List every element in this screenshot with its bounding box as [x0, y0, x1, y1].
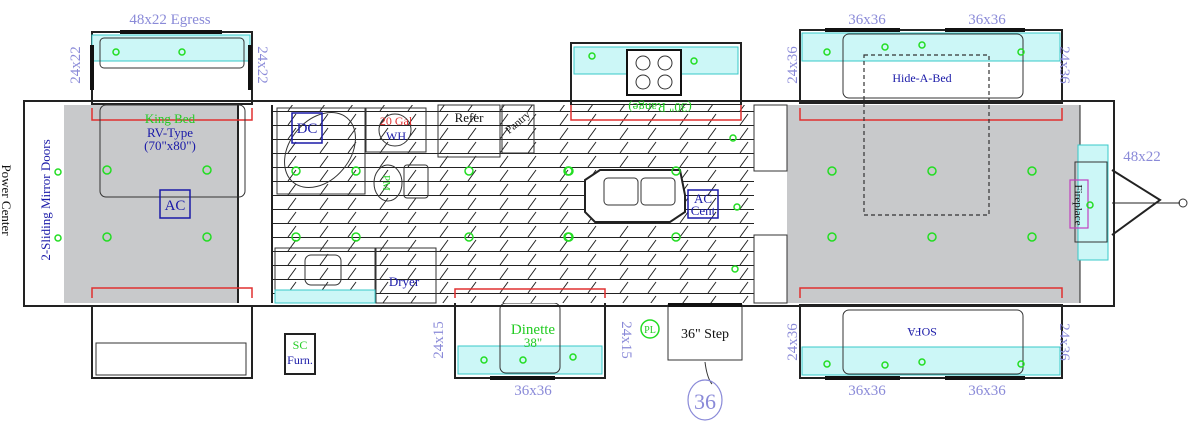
power-center-label: Power Center	[0, 164, 14, 236]
kitchen-sink	[603, 177, 639, 206]
kitchen-island	[584, 169, 686, 223]
ac-label: AC	[165, 198, 186, 214]
front-window-area	[1077, 144, 1109, 261]
bottom-side-left-window-label: 24x36	[785, 323, 801, 361]
hitch	[1111, 169, 1162, 236]
ac-unit-box	[159, 189, 191, 219]
living-slide-top	[799, 28, 1063, 104]
toilet	[373, 164, 403, 202]
dryer-label: Dryer	[389, 274, 420, 289]
refrigerator	[437, 104, 501, 158]
range-label: (30" Range)	[628, 100, 691, 115]
kitchen-slide	[570, 42, 742, 106]
furnace-label: Furn.	[287, 353, 313, 367]
water-heater	[378, 113, 412, 147]
ac-central-box	[687, 189, 719, 219]
water-heater-size-label: 20 Gal	[380, 114, 413, 128]
bathroom-sink	[304, 254, 342, 286]
furnace-box	[284, 333, 316, 375]
top-side-left-window-label: 24x36	[785, 46, 801, 84]
dinette-window-right-label: 24x15	[618, 321, 634, 359]
fireplace-label: Fireplace	[1072, 185, 1084, 226]
bedroom-carpet	[64, 105, 238, 303]
sc-label: SC	[293, 338, 308, 352]
dinette-slide	[454, 291, 606, 380]
ac-central-label-1: AC	[694, 191, 712, 206]
living-carpet	[787, 105, 1080, 303]
bottom-side-right-window-label: 24x36	[1056, 323, 1072, 361]
bottom-window-1-label: 36x36	[848, 383, 886, 399]
ceiling-lights	[54, 41, 1094, 369]
living-slide-bottom	[799, 304, 1063, 380]
bottom-window-2-label: 36x36	[968, 383, 1006, 399]
pantry	[501, 104, 535, 154]
dc-label: DC	[297, 121, 318, 137]
dinette-size-label: 38"	[524, 335, 542, 350]
pl-label: PL	[644, 325, 656, 336]
mirror-doors-label: 2-Sliding Mirror Doors	[38, 139, 53, 260]
top-window-2-label: 36x36	[968, 12, 1006, 28]
king-bed-label: King Bed	[145, 111, 196, 126]
step-label: 36" Step	[681, 327, 729, 342]
dinette-window-left-label: 24x15	[431, 321, 447, 359]
hide-a-bed-label: Hide-A-Bed	[892, 71, 951, 85]
top-side-right-window-label: 24x36	[1056, 46, 1072, 84]
bedroom-slide-top	[90, 30, 253, 105]
dc-box	[291, 112, 323, 144]
bedroom-slide-bottom	[91, 305, 253, 379]
rv-type-label: RV-Type	[147, 125, 193, 140]
refer-label: Refer	[455, 110, 485, 125]
dryer	[375, 247, 437, 304]
egress-window-label: 48x22 Egress	[129, 12, 210, 28]
hide-a-bed-outline	[863, 54, 990, 216]
bathtub	[284, 111, 356, 189]
king-bed	[99, 104, 246, 198]
fireplace	[1069, 179, 1089, 229]
bed-window-left-label: 24x22	[68, 46, 84, 84]
front-window-label: 48x22	[1123, 149, 1161, 165]
dinette-window-bottom-label: 36x36	[514, 383, 552, 399]
step-callout-bubble	[687, 379, 723, 421]
sofa-label: SOFA	[907, 325, 937, 339]
top-window-1-label: 36x36	[848, 12, 886, 28]
pm-label: PM	[380, 175, 392, 191]
water-heater-label: WH	[386, 129, 406, 143]
step-callout-label: 36	[694, 389, 716, 414]
bed-window-right-label: 24x22	[254, 46, 270, 84]
range-cooktop	[626, 49, 682, 96]
ac-central-label-2: Cent	[691, 203, 716, 218]
bed-size-label: (70"x80")	[144, 138, 196, 153]
dinette-label: Dinette	[511, 322, 555, 338]
